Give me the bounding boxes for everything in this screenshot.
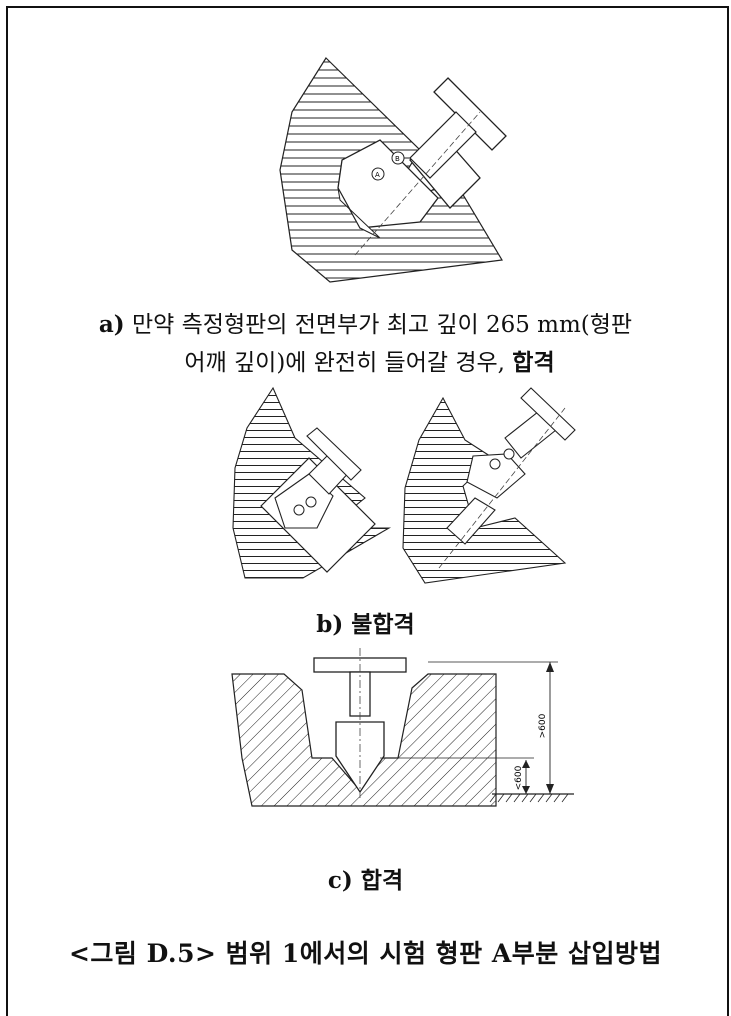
caption-a: a) 만약 측정형판의 전면부가 최고 깊이 265 mm(형판 어깨 깊이)에… — [98, 311, 633, 376]
caption-c: c) 합격 — [327, 867, 404, 894]
figure-a-diagram: A B — [279, 57, 507, 283]
caption-b: b) 불합격 — [316, 611, 415, 638]
marker-b-icon — [305, 496, 317, 508]
svg-text:A: A — [375, 171, 380, 179]
gauge-stem — [349, 671, 371, 717]
marker-b-icon — [391, 151, 405, 165]
figure-c-diagram: >600 <600 — [231, 648, 574, 807]
gauge-template: A B — [337, 77, 507, 256]
dim-upper-label: >600 — [538, 713, 548, 738]
dim-lower-label: <600 — [514, 765, 524, 790]
marker-b-icon — [503, 448, 515, 460]
marker-a-icon — [489, 458, 501, 470]
svg-text:B: B — [395, 155, 400, 163]
figure-frame — [6, 6, 729, 1016]
figure-title: <그림 D.5> 범위 1에서의 시험 형판 A부분 삽입방법 — [68, 939, 662, 968]
marker-a-icon — [293, 504, 305, 516]
marker-a-icon — [371, 167, 385, 181]
figure-b-diagram — [232, 386, 576, 584]
